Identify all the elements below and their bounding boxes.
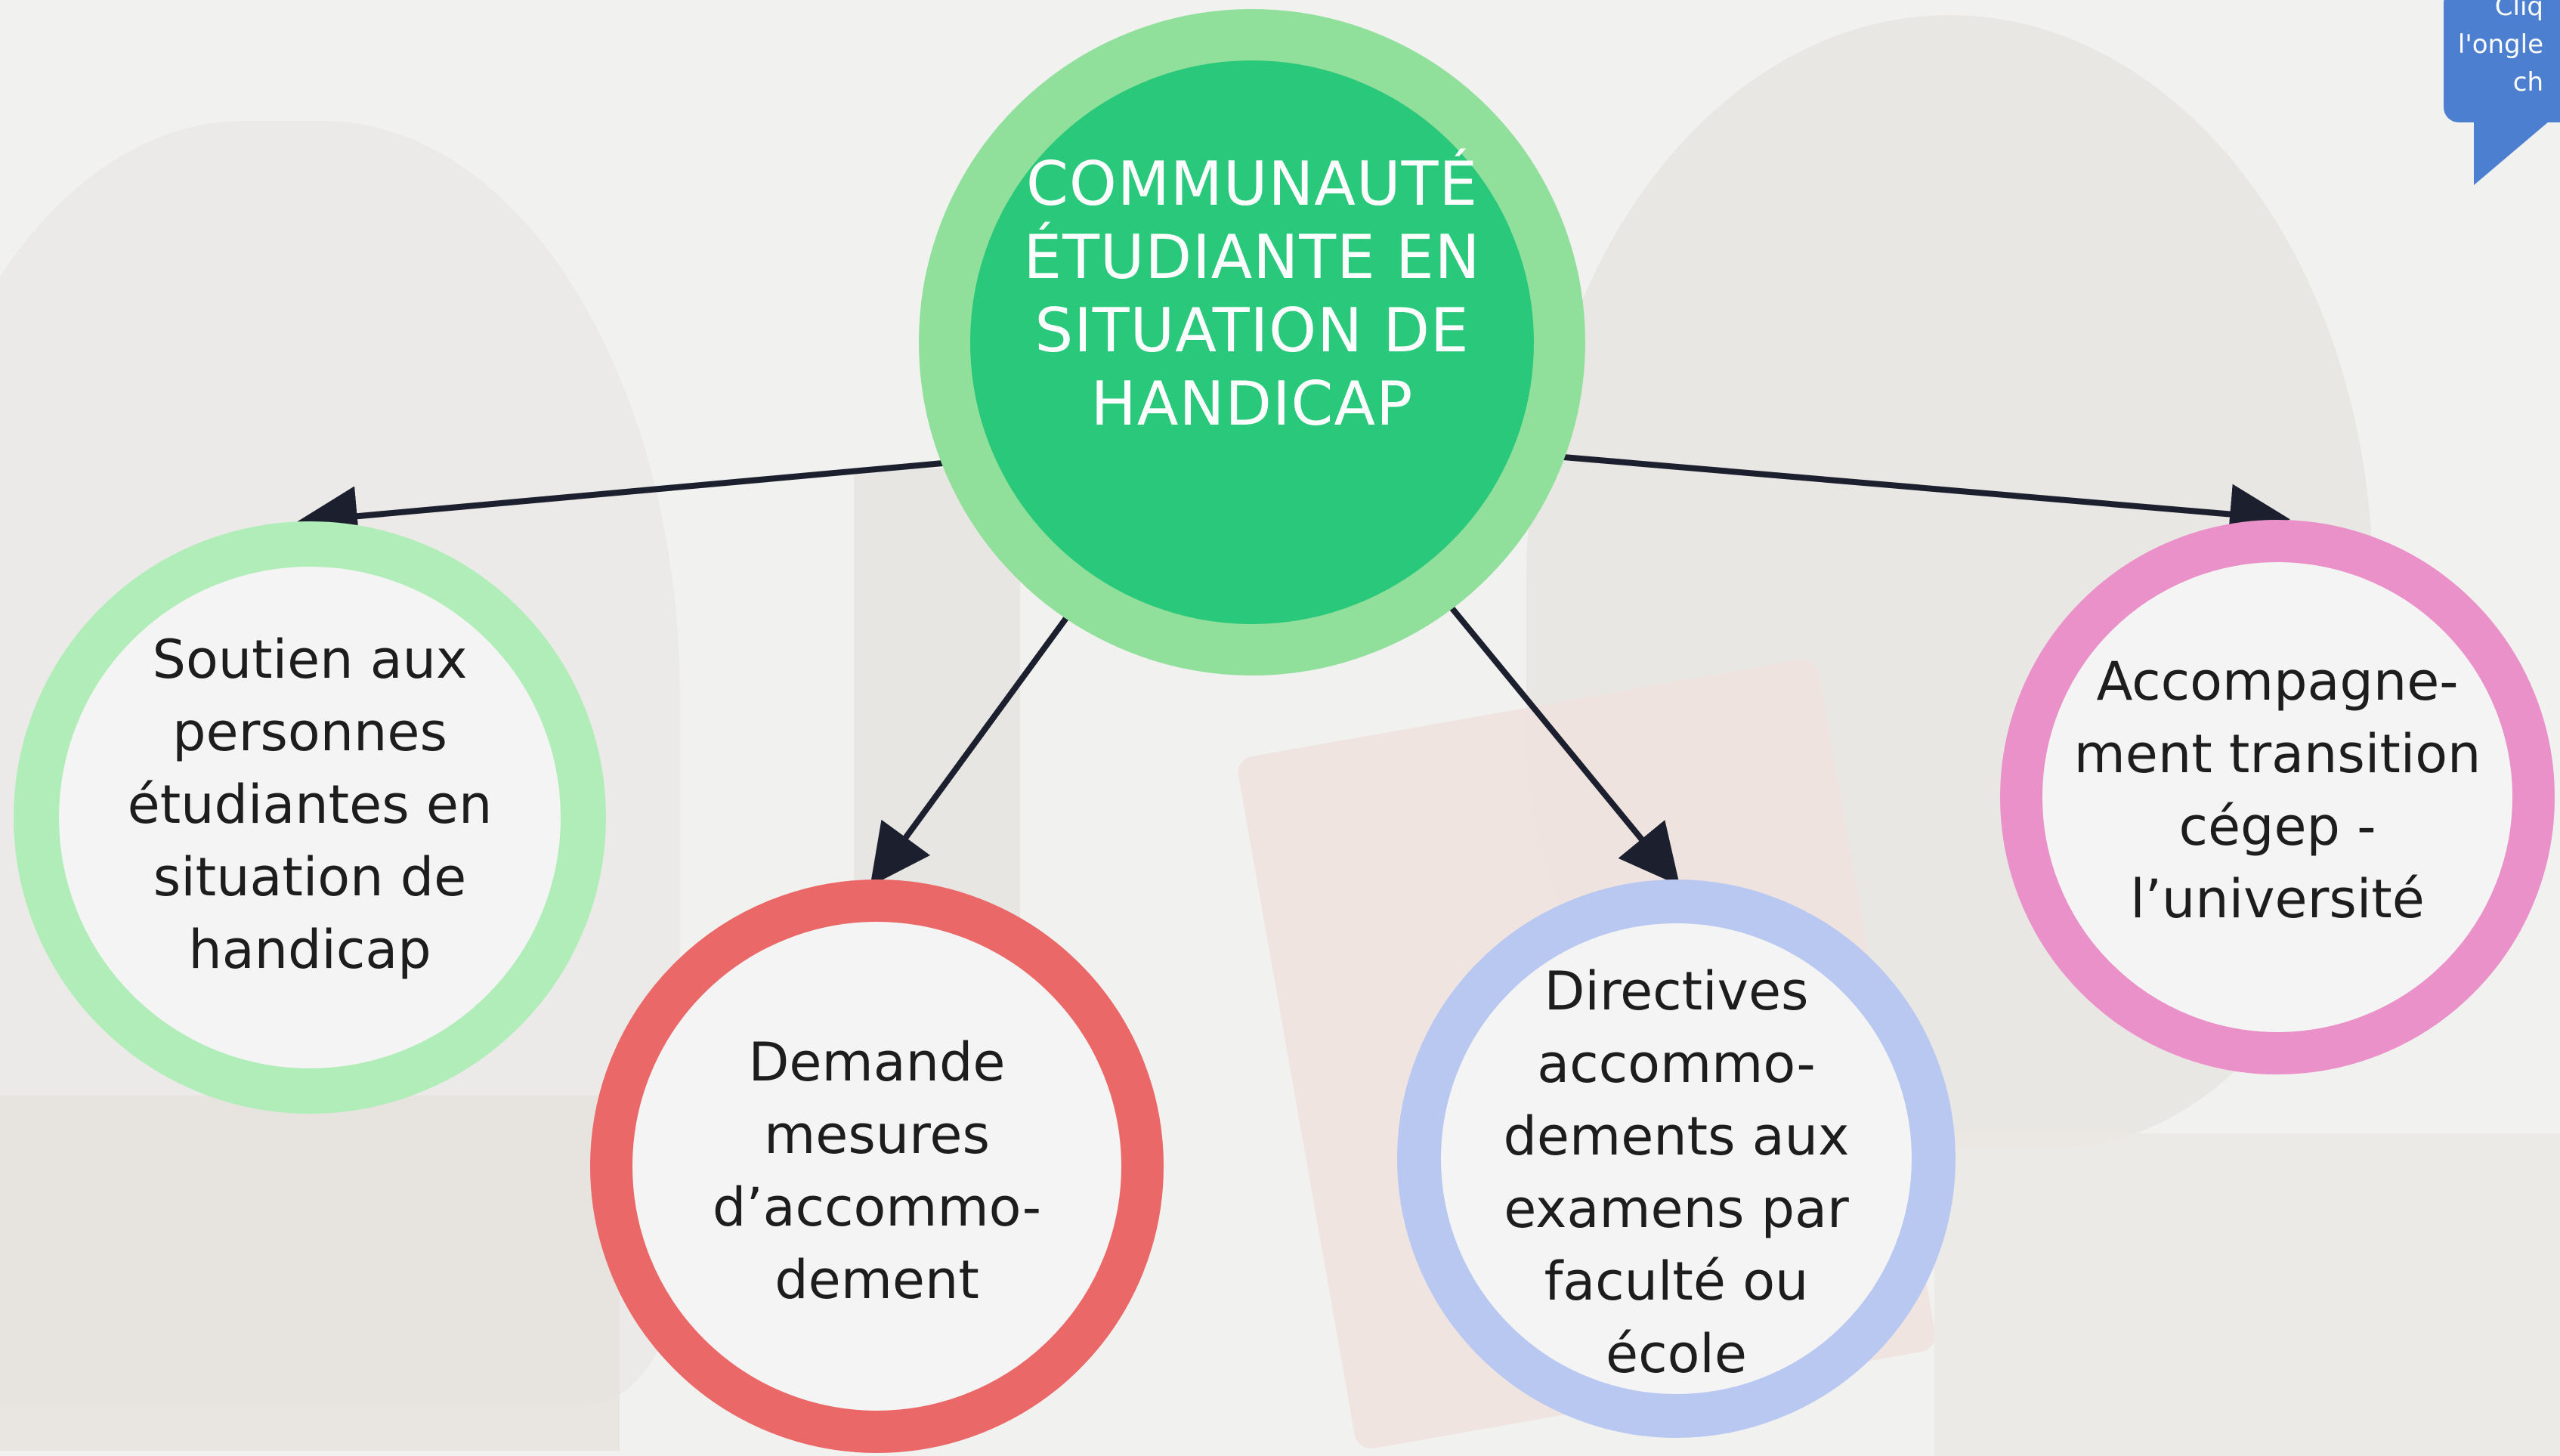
center-node-label: COMMUNAUTÉ ÉTUDIANTE EN SITUATION DE HAN… — [1023, 149, 1481, 439]
node-directives-label: Directives accommo- dements aux examens … — [1503, 960, 1850, 1385]
connector-arrow-accompagnement — [1563, 454, 2290, 545]
background-lower-right-shadow — [1934, 1133, 2560, 1456]
connector-arrow-soutien — [297, 460, 944, 547]
node-soutien-label: Soutien aux personnes étudiantes en situ… — [127, 629, 493, 981]
node-directives[interactable]: Directives accommo- dements aux examens … — [1397, 879, 1956, 1438]
instruction-tooltip-text: Cliq l'ongle ch — [2457, 0, 2543, 97]
instruction-tooltip[interactable]: Cliq l'ongle ch — [2444, 0, 2560, 122]
node-accompagnement-label: Accompagne- ment transition cégep - l’un… — [2073, 651, 2481, 930]
node-accompagnement[interactable]: Accompagne- ment transition cégep - l’un… — [2000, 520, 2555, 1074]
node-demande[interactable]: Demande mesures d’accommo- dement — [590, 879, 1164, 1453]
node-soutien[interactable]: Soutien aux personnes étudiantes en situ… — [14, 521, 606, 1114]
connector-arrow-directives — [1448, 604, 1680, 886]
center-node[interactable]: COMMUNAUTÉ ÉTUDIANTE EN SITUATION DE HAN… — [919, 9, 1585, 675]
connector-arrow-demande — [870, 613, 1071, 886]
instruction-tooltip-tail — [2474, 113, 2558, 185]
background-left-shadow — [0, 1096, 620, 1451]
node-demande-label: Demande mesures d’accommo- dement — [712, 1031, 1042, 1311]
